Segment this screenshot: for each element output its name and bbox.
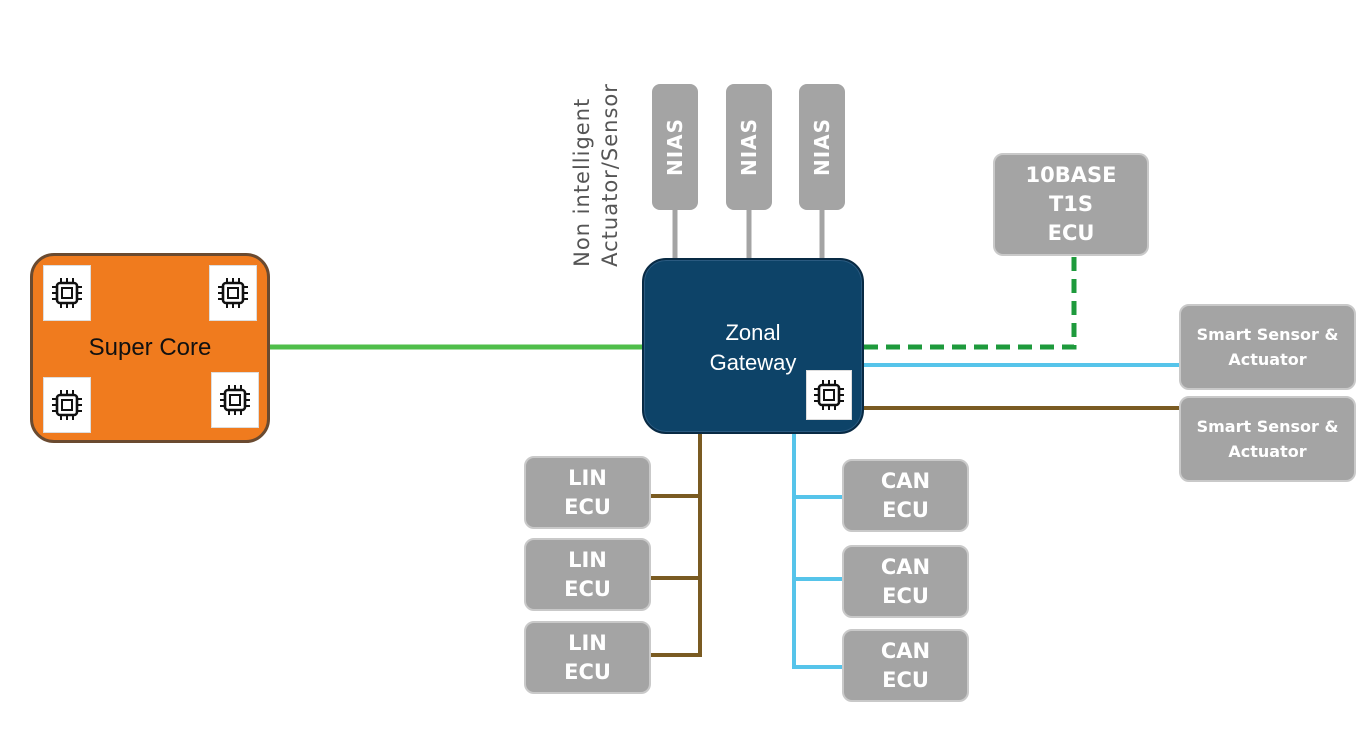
can-ecu-line1: CAN bbox=[880, 554, 931, 579]
t1s-ecu-line1: 10BASE bbox=[1025, 163, 1117, 187]
t1s-ecu-node[interactable]: 10BASE T1S ECU bbox=[993, 153, 1149, 256]
lin-ecu-line1: LIN bbox=[568, 547, 607, 572]
can-ecu-line1: CAN bbox=[880, 468, 931, 493]
nias-node-3[interactable]: NIAS bbox=[799, 84, 845, 210]
lin-ecu-line1: LIN bbox=[568, 465, 607, 490]
can-ecu-node-1[interactable]: CAN ECU bbox=[842, 459, 969, 532]
lin-ecu-node-1[interactable]: LIN ECU bbox=[524, 456, 651, 529]
lin-ecu-node-2[interactable]: LIN ECU bbox=[524, 538, 651, 611]
smart-sensor-line2: Actuator bbox=[1228, 442, 1307, 461]
microchip-icon bbox=[806, 370, 852, 420]
t1s-link bbox=[864, 256, 1077, 350]
nias-label: NIAS bbox=[810, 117, 834, 177]
can-ecu-node-2[interactable]: CAN ECU bbox=[842, 545, 969, 618]
microchip-icon bbox=[43, 377, 91, 433]
super-core-node[interactable]: Super Core bbox=[30, 253, 270, 443]
can-ecu-line1: CAN bbox=[880, 638, 931, 663]
gateway-label-line1: Zonal bbox=[725, 320, 781, 345]
lin-ecu-line2: ECU bbox=[564, 659, 611, 684]
nias-node-1[interactable]: NIAS bbox=[652, 84, 698, 210]
lin-ecu-node-3[interactable]: LIN ECU bbox=[524, 621, 651, 694]
nias-caption-line2: Actuator/Sensor bbox=[598, 83, 622, 267]
can-bus bbox=[792, 434, 843, 669]
gateway-label-line2: Gateway bbox=[709, 350, 797, 375]
lin-ecu-line1: LIN bbox=[568, 630, 607, 655]
t1s-ecu-line3: ECU bbox=[1047, 221, 1095, 245]
can-ecu-line2: ECU bbox=[882, 583, 929, 608]
nias-caption-line1: Non intelligent bbox=[570, 97, 594, 267]
microchip-icon bbox=[211, 372, 259, 428]
smart-sensor-line2: Actuator bbox=[1228, 350, 1307, 369]
microchip-icon bbox=[43, 265, 91, 321]
lin-ecu-line2: ECU bbox=[564, 576, 611, 601]
microchip-icon bbox=[209, 265, 257, 321]
nias-node-2[interactable]: NIAS bbox=[726, 84, 772, 210]
can-ecu-line2: ECU bbox=[882, 667, 929, 692]
smart-sensor-line1: Smart Sensor & bbox=[1196, 325, 1339, 344]
zonal-gateway-node[interactable]: Zonal Gateway bbox=[642, 258, 864, 434]
t1s-ecu-line2: T1S bbox=[1048, 192, 1094, 216]
can-ecu-node-3[interactable]: CAN ECU bbox=[842, 629, 969, 702]
smart-sensor-node-2[interactable]: Smart Sensor & Actuator bbox=[1179, 396, 1356, 482]
nias-caption: Non intelligent Actuator/Sensor bbox=[566, 70, 626, 280]
smart-sensor-line1: Smart Sensor & bbox=[1196, 417, 1339, 436]
super-core-label: Super Core bbox=[88, 334, 212, 361]
lin-bus bbox=[650, 434, 702, 657]
can-ecu-line2: ECU bbox=[882, 497, 929, 522]
nias-label: NIAS bbox=[737, 117, 761, 177]
gateway-label: Zonal Gateway bbox=[688, 318, 818, 378]
lin-ecu-line2: ECU bbox=[564, 494, 611, 519]
smart-sensor-node-1[interactable]: Smart Sensor & Actuator bbox=[1179, 304, 1356, 390]
nias-label: NIAS bbox=[663, 117, 687, 177]
